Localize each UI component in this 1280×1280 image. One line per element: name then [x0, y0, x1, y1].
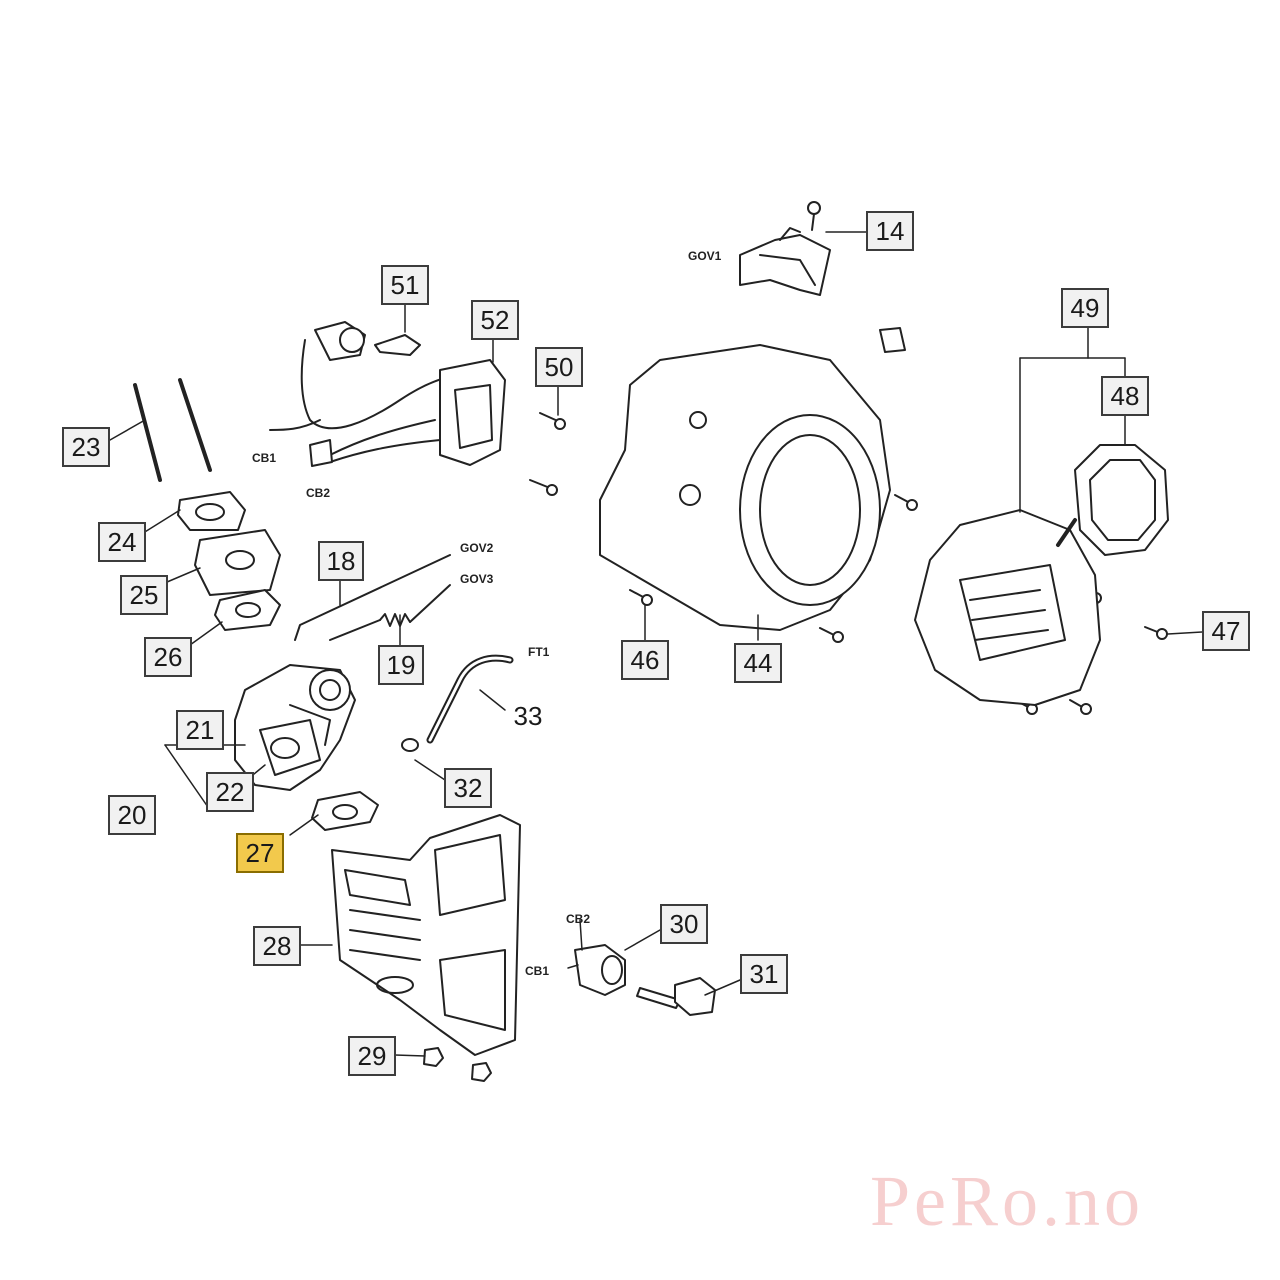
callout-31[interactable]: 31 — [740, 954, 788, 994]
callout-32[interactable]: 32 — [444, 768, 492, 808]
ignition-key-part — [636, 977, 741, 1016]
callout-46[interactable]: 46 — [621, 640, 669, 680]
callout-49[interactable]: 49 — [1061, 288, 1109, 328]
ignition-switch-part — [567, 919, 661, 996]
callout-50[interactable]: 50 — [535, 347, 583, 387]
gasket-26-part — [189, 589, 281, 646]
recoil-starter-part — [914, 324, 1126, 706]
callout-33: 33 — [513, 700, 543, 731]
hose-clamp-part — [401, 738, 446, 781]
fuel-hose-part — [426, 654, 514, 744]
watermark: PeRo.no — [870, 1161, 1145, 1241]
callout-28[interactable]: 28 — [253, 926, 301, 966]
callout-24[interactable]: 24 — [98, 522, 146, 562]
insulator-spacer-part — [159, 529, 281, 596]
ignition-coil-part — [269, 299, 506, 467]
callout-44[interactable]: 44 — [734, 643, 782, 683]
callout-48[interactable]: 48 — [1101, 376, 1149, 416]
connector-label-gov1: GOV1 — [688, 249, 722, 263]
callout-27-highlighted[interactable]: 27 — [236, 833, 284, 873]
connector-label-cb2-ignition: CB2 — [306, 486, 331, 500]
callout-18[interactable]: 18 — [318, 541, 364, 581]
blower-housing-part — [599, 344, 891, 641]
carburetor-part — [164, 664, 356, 811]
callout-47[interactable]: 47 — [1202, 611, 1250, 651]
gasket-24-part — [139, 491, 246, 536]
callout-52[interactable]: 52 — [471, 300, 519, 340]
callout-21[interactable]: 21 — [176, 710, 224, 750]
callout-25[interactable]: 25 — [120, 575, 168, 615]
nuts-part — [394, 1047, 492, 1082]
callout-22[interactable]: 22 — [206, 772, 254, 812]
callout-51[interactable]: 51 — [381, 265, 429, 305]
connector-label-cb1-ignition: CB1 — [252, 451, 277, 465]
callout-19[interactable]: 19 — [378, 645, 424, 685]
callout-20[interactable]: 20 — [108, 795, 156, 835]
connector-label-ft1: FT1 — [528, 645, 550, 659]
stud-bolts-part — [109, 378, 212, 482]
callout-30[interactable]: 30 — [660, 904, 708, 944]
callout-14[interactable]: 14 — [866, 211, 914, 251]
callout-23[interactable]: 23 — [62, 427, 110, 467]
governor-spring-part — [329, 584, 451, 646]
governor-lever-part — [739, 201, 867, 296]
callout-26[interactable]: 26 — [144, 637, 192, 677]
gasket-27-part — [289, 791, 379, 836]
connector-label-cb1-switch: CB1 — [525, 964, 550, 978]
connector-label-cb2-switch: CB2 — [566, 912, 591, 926]
starter-handle-part — [1056, 411, 1169, 556]
callout-29[interactable]: 29 — [348, 1036, 396, 1076]
control-panel-part — [299, 814, 521, 1056]
connector-label-gov2: GOV2 — [460, 541, 494, 555]
connector-label-gov3: GOV3 — [460, 572, 494, 586]
